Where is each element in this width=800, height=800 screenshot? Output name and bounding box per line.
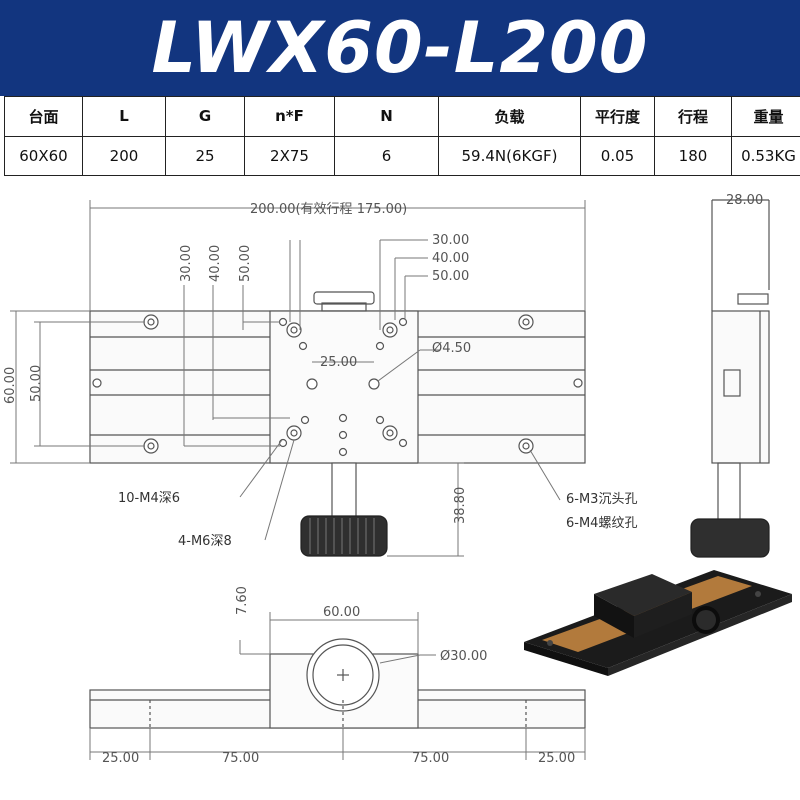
knob-ridges [309,518,375,554]
dim-38: 38.80 [453,487,468,524]
spec-value-cell: 60X60 [4,135,83,176]
dim-50-height: 50.00 [29,365,44,402]
spec-value-cell: 180 [654,135,732,176]
top-view [89,291,586,557]
spec-header-cell: L [82,96,166,137]
mounting-holes [92,314,583,457]
spec-header-cell: N [334,96,439,137]
dimension-lines [10,200,586,557]
dim-50-left: 50.00 [238,245,253,282]
dim-50-right: 50.00 [432,269,469,284]
spec-header-cell: 台面 [4,96,83,137]
spec-value-cell: 6 [334,135,439,176]
spec-value-cell: 0.05 [580,135,655,176]
dim-hole-diameter: Ø4.50 [432,341,471,356]
spec-table: 台面 L G n*F N 负载 平行度 行程 重量 60X60 200 25 2… [4,96,800,176]
dim-7-60: 7.60 [235,586,250,615]
spec-value-cell: 59.4N(6KGF) [438,135,581,176]
spec-header-cell: 行程 [654,96,732,137]
dim-d30: Ø30.00 [440,649,487,664]
dim-40-left: 40.00 [208,245,223,282]
title-banner [0,0,800,96]
callout-m6: 4-M6深8 [178,534,232,549]
spec-value-cell: 25 [165,135,245,176]
front-view [89,638,586,729]
side-view [690,199,770,558]
dim-side-width: 28.00 [726,193,763,208]
product-title: LWX60-L200 [151,7,649,89]
technical-drawing: 200.00(有效行程 175.00) 30.00 40.00 50.00 30… [3,193,770,766]
spec-header-row: 台面 L G n*F N 负载 平行度 行程 重量 [4,96,800,137]
dim-25: 25.00 [320,355,357,370]
spec-value-cell: 0.53KG [731,135,800,176]
dim-overall-length: 200.00(有效行程 175.00) [250,202,407,217]
dim-30-left: 30.00 [179,245,194,282]
product-photo [524,570,792,676]
dim-60-height: 60.00 [3,367,18,404]
callout-m4: 10-M4深6 [118,491,180,506]
dim-bottom-2: 75.00 [222,751,259,766]
spec-value-cell: 200 [82,135,166,176]
lock-clip [313,291,375,305]
dim-bottom-3: 75.00 [412,751,449,766]
dim-60-front: 60.00 [323,605,360,620]
spec-header-cell: 平行度 [580,96,655,137]
spec-header-cell: G [165,96,245,137]
callout-m4-thread: 6-M4螺纹孔 [566,516,637,531]
callout-m3: 6-M3沉头孔 [566,492,637,507]
spec-value-row: 60X60 200 25 2X75 6 59.4N(6KGF) 0.05 180… [4,135,800,176]
dim-30-right: 30.00 [432,233,469,248]
knob-shaft [331,462,357,520]
spec-header-cell: 重量 [731,96,800,137]
spec-header-cell: n*F [244,96,335,137]
dim-40-right: 40.00 [432,251,469,266]
spec-header-cell: 负载 [438,96,581,137]
spec-value-cell: 2X75 [244,135,335,176]
dim-bottom-1: 25.00 [102,751,139,766]
dim-bottom-4: 25.00 [538,751,575,766]
